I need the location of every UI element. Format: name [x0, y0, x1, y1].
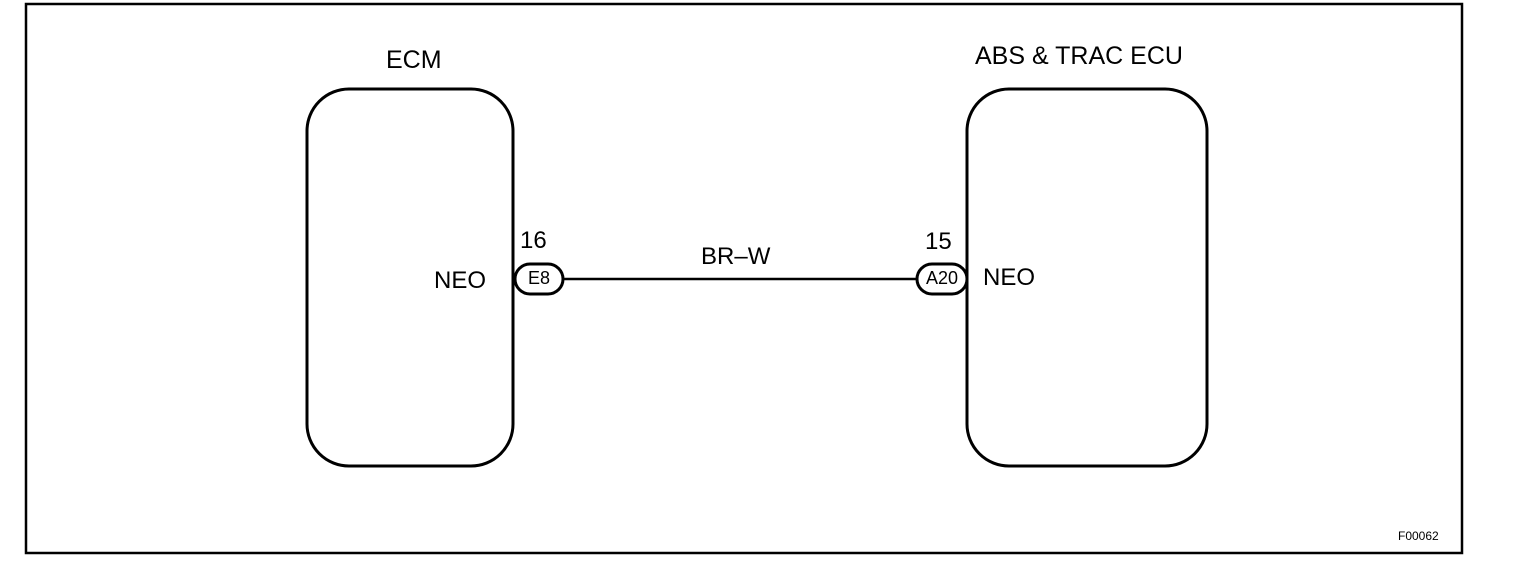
abs-trac-ecu-title: ABS & TRAC ECU	[975, 42, 1183, 70]
connector-e8-label: E8	[527, 268, 551, 288]
connector-a20	[915, 262, 969, 296]
ecm-box	[305, 87, 515, 468]
abs-pin-number: 15	[925, 228, 952, 255]
ecm-pin-number: 16	[520, 227, 547, 254]
ecm-signal-label: NEO	[434, 267, 487, 294]
wire-color-label: BR–W	[701, 243, 771, 270]
connector-e8	[513, 262, 565, 296]
abs-signal-label: NEO	[983, 264, 1036, 291]
connector-a20-label: A20	[925, 268, 959, 288]
figure-id: F00062	[1398, 529, 1439, 543]
diagram-frame	[24, 2, 1464, 555]
ecm-title: ECM	[386, 46, 442, 74]
